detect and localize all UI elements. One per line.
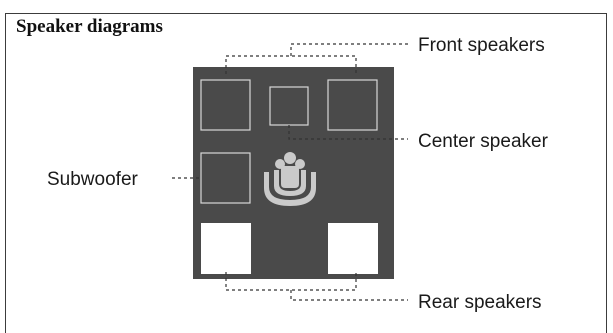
front-left-speaker	[200, 79, 251, 131]
subwoofer-speaker	[200, 152, 251, 204]
diagram-title: Speaker diagrams	[16, 16, 163, 37]
front-speakers-label: Front speakers	[418, 35, 545, 56]
center-leader	[288, 125, 408, 140]
front-right-speaker	[327, 79, 378, 131]
leader-lines	[172, 43, 408, 301]
center-speaker-label: Center speaker	[418, 131, 548, 152]
rear-right-speaker	[328, 223, 378, 274]
rear-left-speaker	[201, 223, 251, 274]
front-leader	[225, 43, 408, 74]
subwoofer-label: Subwoofer	[47, 169, 138, 190]
listener-group-icon	[264, 152, 316, 206]
speaker-layout-diagram	[172, 43, 408, 301]
rear-leader	[225, 272, 408, 301]
rear-speakers-label: Rear speakers	[418, 292, 542, 313]
